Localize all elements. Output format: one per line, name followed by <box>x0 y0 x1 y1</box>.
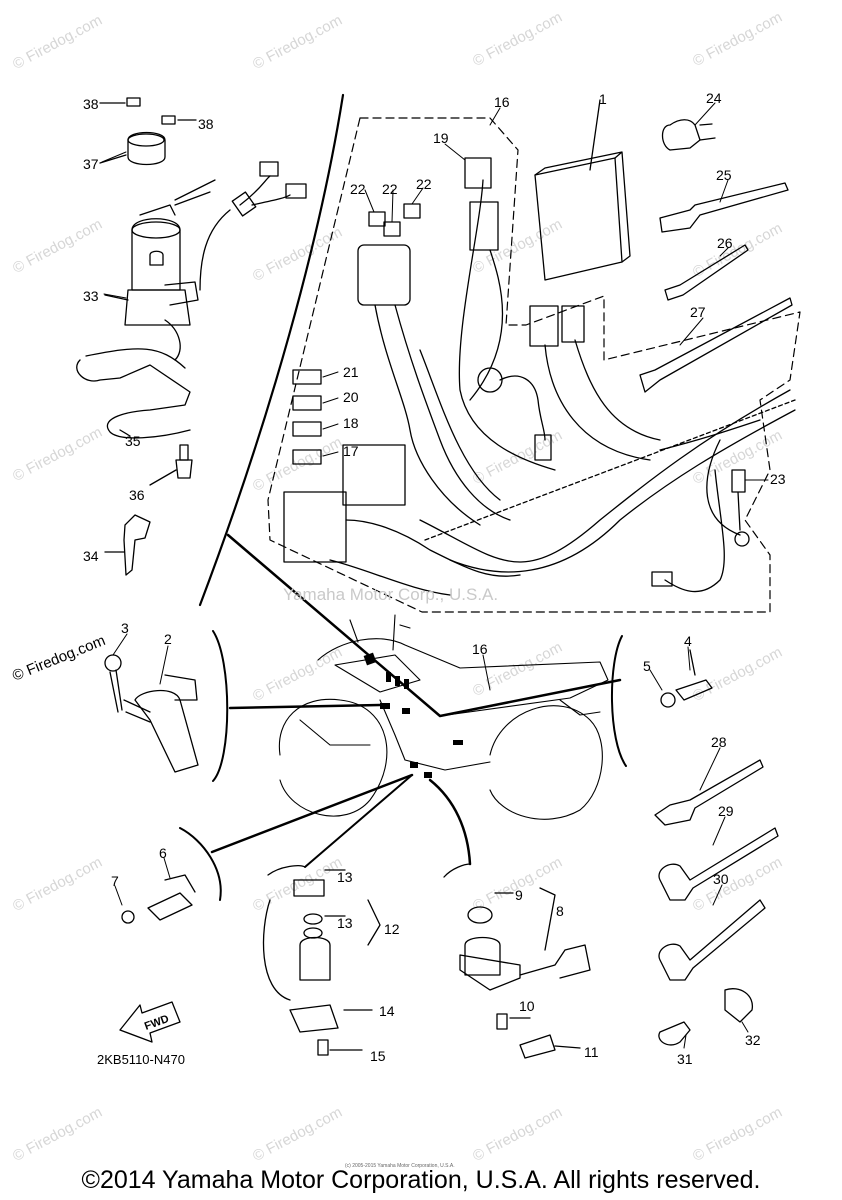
part-number-label: 8 <box>556 903 564 919</box>
switch-6-7 <box>121 874 196 924</box>
part-number-label: 29 <box>718 803 734 819</box>
part-number-label: 18 <box>343 415 359 431</box>
part-number-label: 12 <box>384 921 400 937</box>
part-number-label: 32 <box>745 1032 761 1048</box>
part-number-label: 13 <box>337 915 353 931</box>
part-number-label: 1 <box>599 91 607 107</box>
harness-boundary <box>267 117 801 613</box>
yamaha-watermark: Yamaha Motor Corp., U.S.A. <box>283 585 499 604</box>
wire-lead-35 <box>76 359 191 439</box>
part-number-label: 5 <box>643 658 651 674</box>
part-number-label: 19 <box>433 130 449 146</box>
part-number-label: 24 <box>706 90 722 106</box>
part-number-label: 16 <box>472 641 488 657</box>
part-number-label: 25 <box>716 167 732 183</box>
part-number-label: 3 <box>121 620 129 636</box>
key-34 <box>104 514 151 576</box>
sender-4-5 <box>660 649 713 708</box>
part-number-label: 35 <box>125 433 141 449</box>
part-number-label: 34 <box>83 548 99 564</box>
harness-components <box>283 99 796 596</box>
copyright-notice: ©2014 Yamaha Motor Corporation, U.S.A. A… <box>81 1166 761 1194</box>
part-number-label: 22 <box>382 181 398 197</box>
connector-markers <box>363 652 463 778</box>
part-number-label: 38 <box>83 96 99 112</box>
leader-lines <box>101 102 769 1049</box>
fwd-arrow <box>119 1001 181 1043</box>
clamps-and-ties <box>639 119 793 1046</box>
part-number-label: 26 <box>717 235 733 251</box>
part-number-label: 11 <box>584 1044 599 1060</box>
part-number-label: 21 <box>343 364 359 380</box>
fine-print: (c) 2005-2015 Yamaha Motor Corporation, … <box>345 1163 455 1169</box>
part-number-label: 9 <box>515 887 523 903</box>
part-number-label: 6 <box>159 845 167 861</box>
motorcycle-outline <box>278 614 609 820</box>
part-number-label: 17 <box>343 443 359 459</box>
part-number-label: 7 <box>111 873 119 889</box>
part-number-label: 38 <box>198 116 214 132</box>
part-number-label: 30 <box>713 871 729 887</box>
sender-assembly-2-3 <box>104 654 199 773</box>
part-number-label: 27 <box>690 304 706 320</box>
part-number-label: 31 <box>677 1051 693 1067</box>
part-number-label: 16 <box>494 94 510 110</box>
part-number-label: 22 <box>416 176 432 192</box>
speed-sensor-8-11 <box>459 887 591 1059</box>
sensor-assembly-12-15 <box>262 869 381 1056</box>
part-number-label: 36 <box>129 487 145 503</box>
part-number-label: 13 <box>337 869 353 885</box>
main-switch-assembly <box>99 97 307 361</box>
part-number-label: 37 <box>83 156 99 172</box>
part-number-label: 20 <box>343 389 359 405</box>
diagram-code: 2KB5110-N470 <box>97 1052 185 1067</box>
part-number-label: 22 <box>350 181 366 197</box>
part-number-label: 33 <box>83 288 99 304</box>
part-number-label: 28 <box>711 734 727 750</box>
wire-lead-35-inner <box>85 348 186 369</box>
part-number-label: 10 <box>519 998 535 1014</box>
screw-36 <box>149 444 193 486</box>
part-number-label: 2 <box>164 631 172 647</box>
part-number-label: 4 <box>684 633 692 649</box>
part-number-label: 14 <box>379 1003 395 1019</box>
frame-lines <box>179 93 627 901</box>
part-number-label: 23 <box>770 471 786 487</box>
leader-35 <box>119 429 131 437</box>
part-number-label: 15 <box>370 1048 386 1064</box>
